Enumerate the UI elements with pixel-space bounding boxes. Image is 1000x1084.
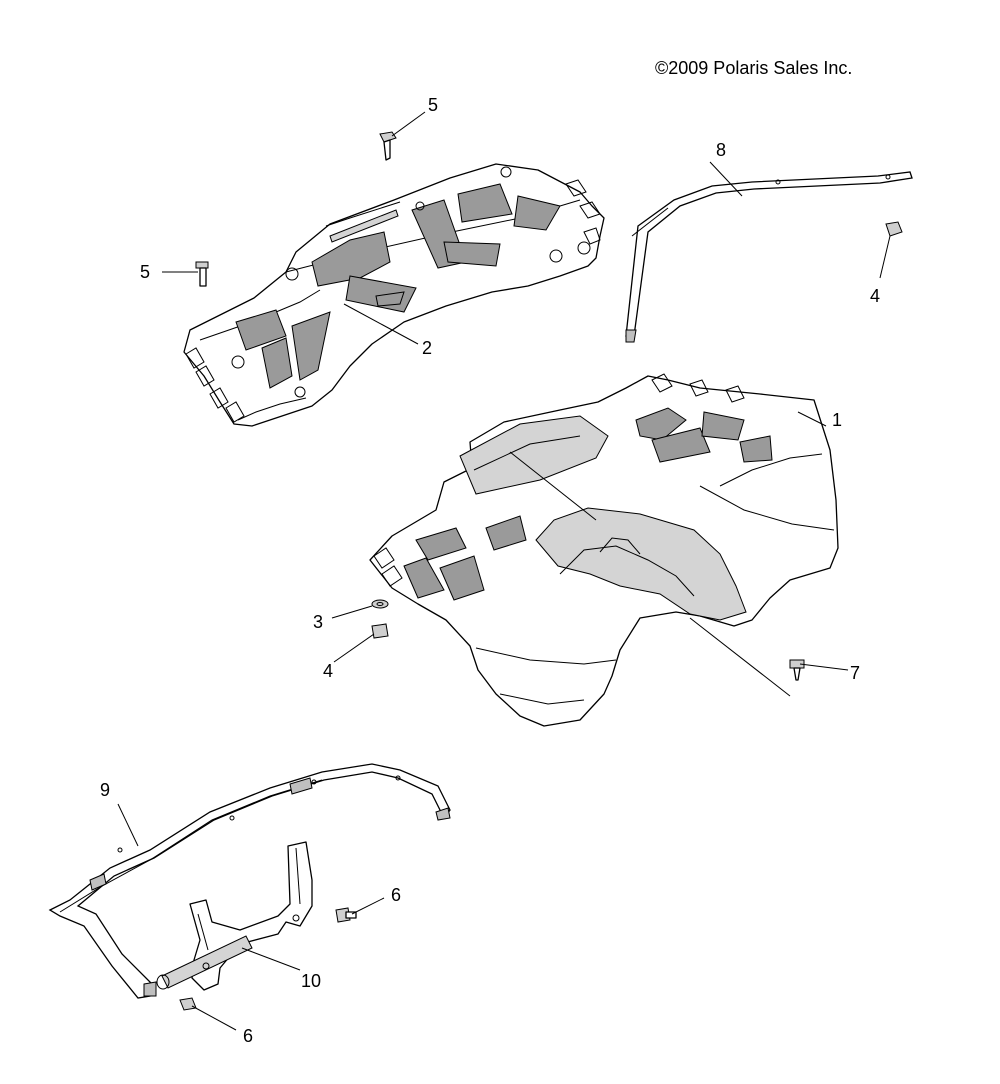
callout-6-bottom: 6	[243, 1026, 254, 1046]
callout-8: 8	[716, 140, 727, 160]
washer-3	[371, 599, 389, 609]
bolt-6-bottom	[179, 997, 197, 1011]
part-2-rear-rack-panel	[183, 163, 605, 427]
rivet-7	[789, 659, 805, 681]
callout-4-left: 4	[323, 661, 334, 681]
part-8-grab-bar	[625, 171, 913, 343]
callout-6-right: 6	[391, 885, 402, 905]
bolt-5-left	[195, 261, 209, 287]
part-10-mount-bracket	[156, 841, 313, 991]
callout-1: 1	[832, 410, 843, 430]
callout-3: 3	[313, 612, 324, 632]
callout-7: 7	[850, 663, 861, 683]
callout-10: 10	[301, 971, 322, 991]
nut-4-right	[885, 221, 903, 237]
nut-4-left	[371, 623, 389, 639]
leader-lines	[117, 111, 891, 1031]
callout-4-right: 4	[870, 286, 881, 306]
callout-5-left: 5	[140, 262, 151, 282]
part-1-rear-fender	[369, 373, 839, 727]
bolt-6-right	[335, 907, 357, 923]
callout-5-top: 5	[428, 95, 439, 115]
copyright-notice: ©2009 Polaris Sales Inc.	[655, 58, 853, 78]
bolt-5-top	[379, 131, 397, 161]
callout-2: 2	[422, 338, 433, 358]
part-9-bumper-rail	[48, 763, 451, 999]
callout-9: 9	[100, 780, 111, 800]
